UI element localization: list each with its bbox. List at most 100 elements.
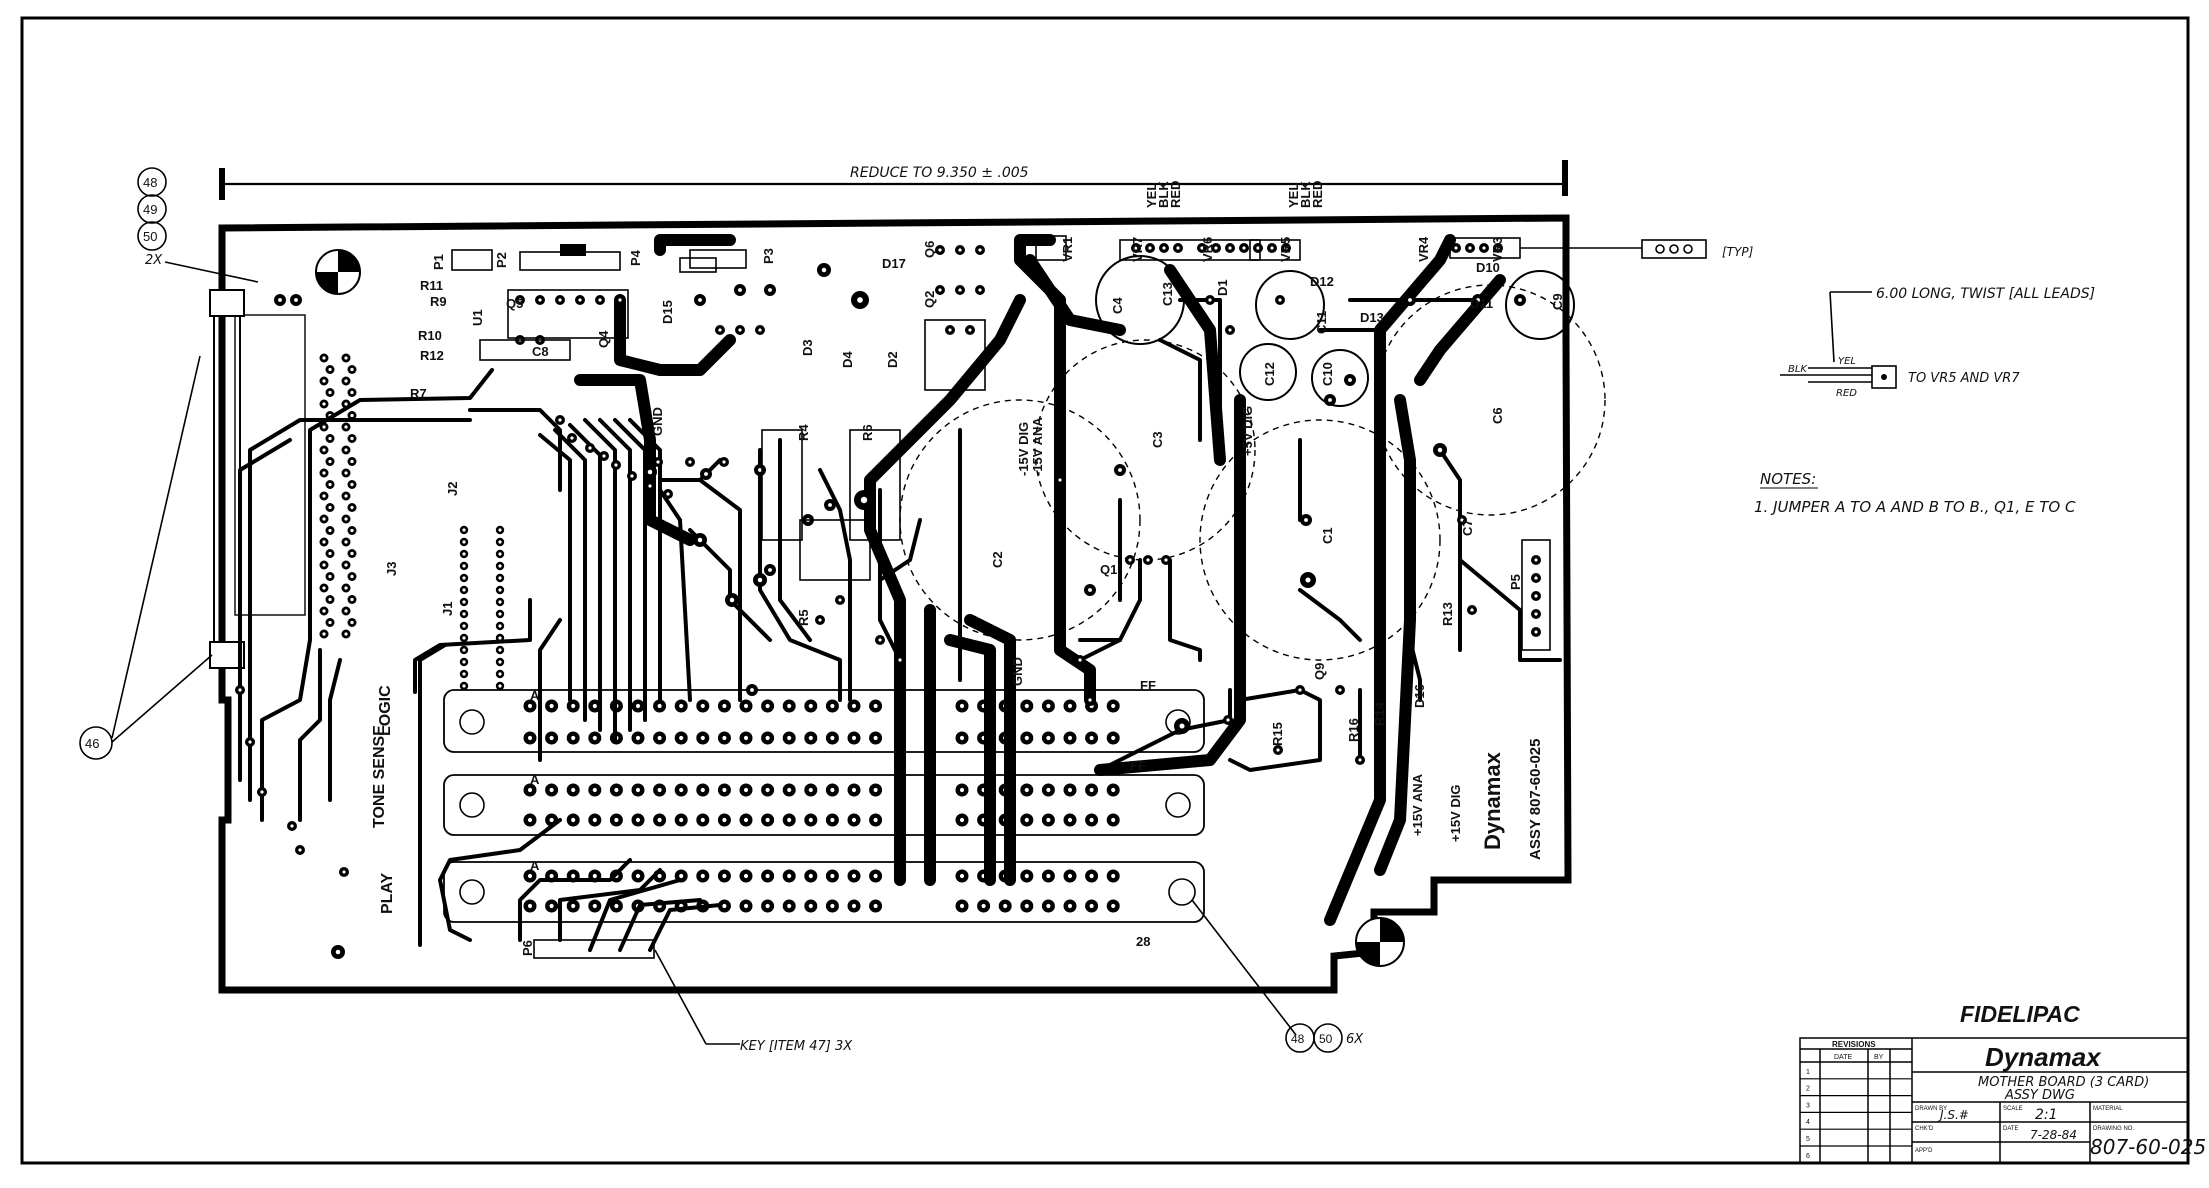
- tb-title-1: MOTHER BOARD (3 CARD): [1978, 1075, 2149, 1090]
- label-p4: P4: [628, 249, 643, 266]
- label-15v-ana: +15V ANA: [1410, 773, 1425, 836]
- edge-pad: [653, 731, 667, 745]
- label-q1: Q1: [1100, 562, 1117, 577]
- component-pad: [851, 291, 869, 309]
- edge-pad: [739, 813, 753, 827]
- j3-pin: [347, 411, 357, 420]
- tb-checked-label: CHK'D: [1915, 1126, 1934, 1132]
- label-c3: C3: [1150, 431, 1165, 448]
- component-pad: [1531, 555, 1541, 565]
- j3-pin: [325, 595, 335, 604]
- component-pad: [1514, 294, 1526, 306]
- typ-label: [TYP]: [1722, 245, 1754, 259]
- component-pad: [693, 533, 707, 547]
- component-pad: [1114, 464, 1126, 476]
- component-pad: [645, 481, 655, 491]
- callout-qty: 2X: [145, 253, 163, 268]
- board-silkscreen: P1 P2 P3 P4 P5 P6 J1 J2 J3 VR1 VR7 VR6 V…: [371, 181, 1565, 956]
- component-pad: [755, 325, 765, 335]
- j1-pin: [459, 561, 469, 571]
- component-pad: [1145, 243, 1155, 253]
- label-ff-1: FF: [1140, 678, 1156, 693]
- label-c4: C4: [1110, 297, 1125, 314]
- edge-pad: [631, 813, 645, 827]
- j3-pin: [319, 583, 329, 593]
- edge-pad: [1085, 731, 1099, 745]
- j3-pin: [319, 560, 329, 570]
- component-pad: [575, 295, 585, 305]
- component-pad: [1404, 294, 1416, 306]
- target-symbol-top: [315, 249, 361, 295]
- component-pad: [1173, 243, 1183, 253]
- edge-pad: [804, 783, 818, 797]
- edge-pad: [588, 813, 602, 827]
- edge-pad: [977, 899, 991, 913]
- component-pad: [700, 468, 712, 480]
- lead-note-text: 6.00 LONG, TWIST [ALL LEADS]: [1876, 286, 2095, 302]
- edge-pad: [847, 699, 861, 713]
- revision-row-number: 2: [1806, 1086, 1810, 1093]
- label-r12: R12: [420, 348, 444, 363]
- component-pad: [585, 443, 595, 453]
- label-d2: D2: [885, 351, 900, 368]
- component-pad: [295, 845, 305, 855]
- callout-50: 50: [143, 229, 157, 244]
- label-vr6: VR6: [1200, 237, 1215, 262]
- component-pad: [764, 564, 776, 576]
- tb-drawn: J.S.#: [1938, 1108, 1969, 1122]
- j3-pin: [319, 399, 329, 409]
- label-j2: J2: [445, 482, 460, 496]
- j3-pin: [319, 353, 329, 363]
- edge-pad: [782, 869, 796, 883]
- label-yel-b: YEL: [1286, 183, 1301, 208]
- component-pad: [1344, 374, 1356, 386]
- callout-46: 46: [85, 736, 99, 751]
- j3-pin: [341, 353, 351, 363]
- j1-pin: [495, 597, 505, 607]
- component-pad: [1143, 555, 1153, 565]
- j3-pin: [347, 549, 357, 558]
- edge-pad: [717, 899, 731, 913]
- component-pad: [1225, 243, 1235, 253]
- edge-pad: [847, 869, 861, 883]
- edge-pad: [782, 813, 796, 827]
- j3-pin: [341, 491, 351, 501]
- revision-row-number: 5: [1806, 1136, 1810, 1143]
- component-pad: [245, 737, 255, 747]
- component-pad: [715, 325, 725, 335]
- label-vr5: VR5: [1278, 237, 1293, 262]
- component-pad: [567, 433, 577, 443]
- edge-pad: [566, 731, 580, 745]
- component-pad: [599, 451, 609, 461]
- j3-pin: [325, 457, 335, 466]
- j3-pin: [347, 434, 357, 443]
- component-pad: [734, 284, 746, 296]
- edge-pad: [523, 899, 537, 913]
- component-pad: [854, 490, 874, 510]
- dimension-text: REDUCE TO 9.350 ± .005: [850, 165, 1029, 181]
- edge-pad: [717, 869, 731, 883]
- label-r5: R5: [796, 609, 811, 626]
- j3-pin: [325, 388, 335, 397]
- component-pad: [1300, 572, 1316, 588]
- label-c2: C2: [990, 551, 1005, 568]
- component-pad: [764, 284, 776, 296]
- label-ff-2: FF: [1130, 758, 1146, 773]
- j1-pin: [459, 585, 469, 595]
- tb-drawing-no-label: DRAWING NO.: [2093, 1126, 2134, 1132]
- j3-pin: [341, 583, 351, 593]
- component-pad: [1085, 695, 1095, 705]
- edge-pad: [609, 783, 623, 797]
- j1-pin: [495, 681, 505, 691]
- component-pad: [1465, 243, 1475, 253]
- connector-headers: [451, 235, 1551, 959]
- edge-pad: [761, 869, 775, 883]
- label-r9: R9: [430, 294, 447, 309]
- j1-pin: [459, 669, 469, 679]
- edge-pad: [1085, 783, 1099, 797]
- component-pad: [1273, 745, 1283, 755]
- component-pad: [274, 294, 286, 306]
- component-pad: [1174, 718, 1190, 734]
